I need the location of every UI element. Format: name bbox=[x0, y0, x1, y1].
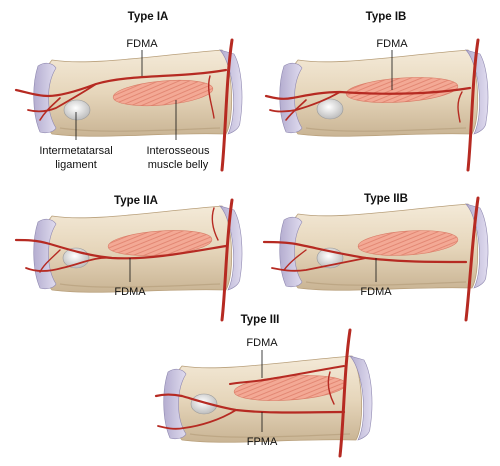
artery-network bbox=[262, 196, 480, 322]
panel-title: Type IA bbox=[128, 11, 169, 23]
fdma-label: FDMA bbox=[126, 38, 158, 50]
artery-network bbox=[14, 198, 234, 322]
ligament-label-line1: Intermetatarsal bbox=[39, 145, 112, 157]
intermetatarsal-ligament bbox=[63, 99, 91, 121]
muscle-label-line2: muscle belly bbox=[148, 159, 209, 171]
muscle-label-line1: Interosseous bbox=[147, 145, 210, 157]
interosseous-muscle bbox=[107, 230, 213, 256]
panel-type-iia: Type IIA FDMA bbox=[14, 195, 243, 322]
artery-network bbox=[14, 38, 234, 172]
panel-type-iii: Type III FDMA FPMA bbox=[154, 314, 373, 458]
artery-network bbox=[264, 38, 480, 172]
fdma-label: FDMA bbox=[360, 286, 392, 298]
panel-title: Type IIA bbox=[114, 195, 158, 207]
panel-type-ia: Type IA FDMA Intermetatarsal ligament In… bbox=[14, 11, 243, 172]
fpma-label: FPMA bbox=[247, 436, 278, 448]
interosseous-muscle bbox=[112, 79, 214, 107]
fdma-label: FDMA bbox=[376, 38, 408, 50]
panel-type-ib: Type IB FDMA bbox=[264, 11, 489, 172]
interosseous-muscle bbox=[357, 230, 459, 256]
panel-title: Type III bbox=[241, 314, 280, 326]
intermetatarsal-ligament bbox=[316, 98, 344, 120]
fdma-label: FDMA bbox=[246, 337, 278, 349]
panel-title: Type IIB bbox=[364, 193, 408, 205]
artery-network bbox=[154, 328, 352, 458]
intermetatarsal-ligament bbox=[190, 393, 218, 415]
panel-title: Type IB bbox=[366, 11, 407, 23]
panel-type-iib: Type IIB FDMA bbox=[262, 193, 489, 322]
fdma-label: FDMA bbox=[114, 286, 146, 298]
ligament-label-line2: ligament bbox=[55, 159, 97, 171]
interosseous-muscle bbox=[345, 77, 459, 103]
